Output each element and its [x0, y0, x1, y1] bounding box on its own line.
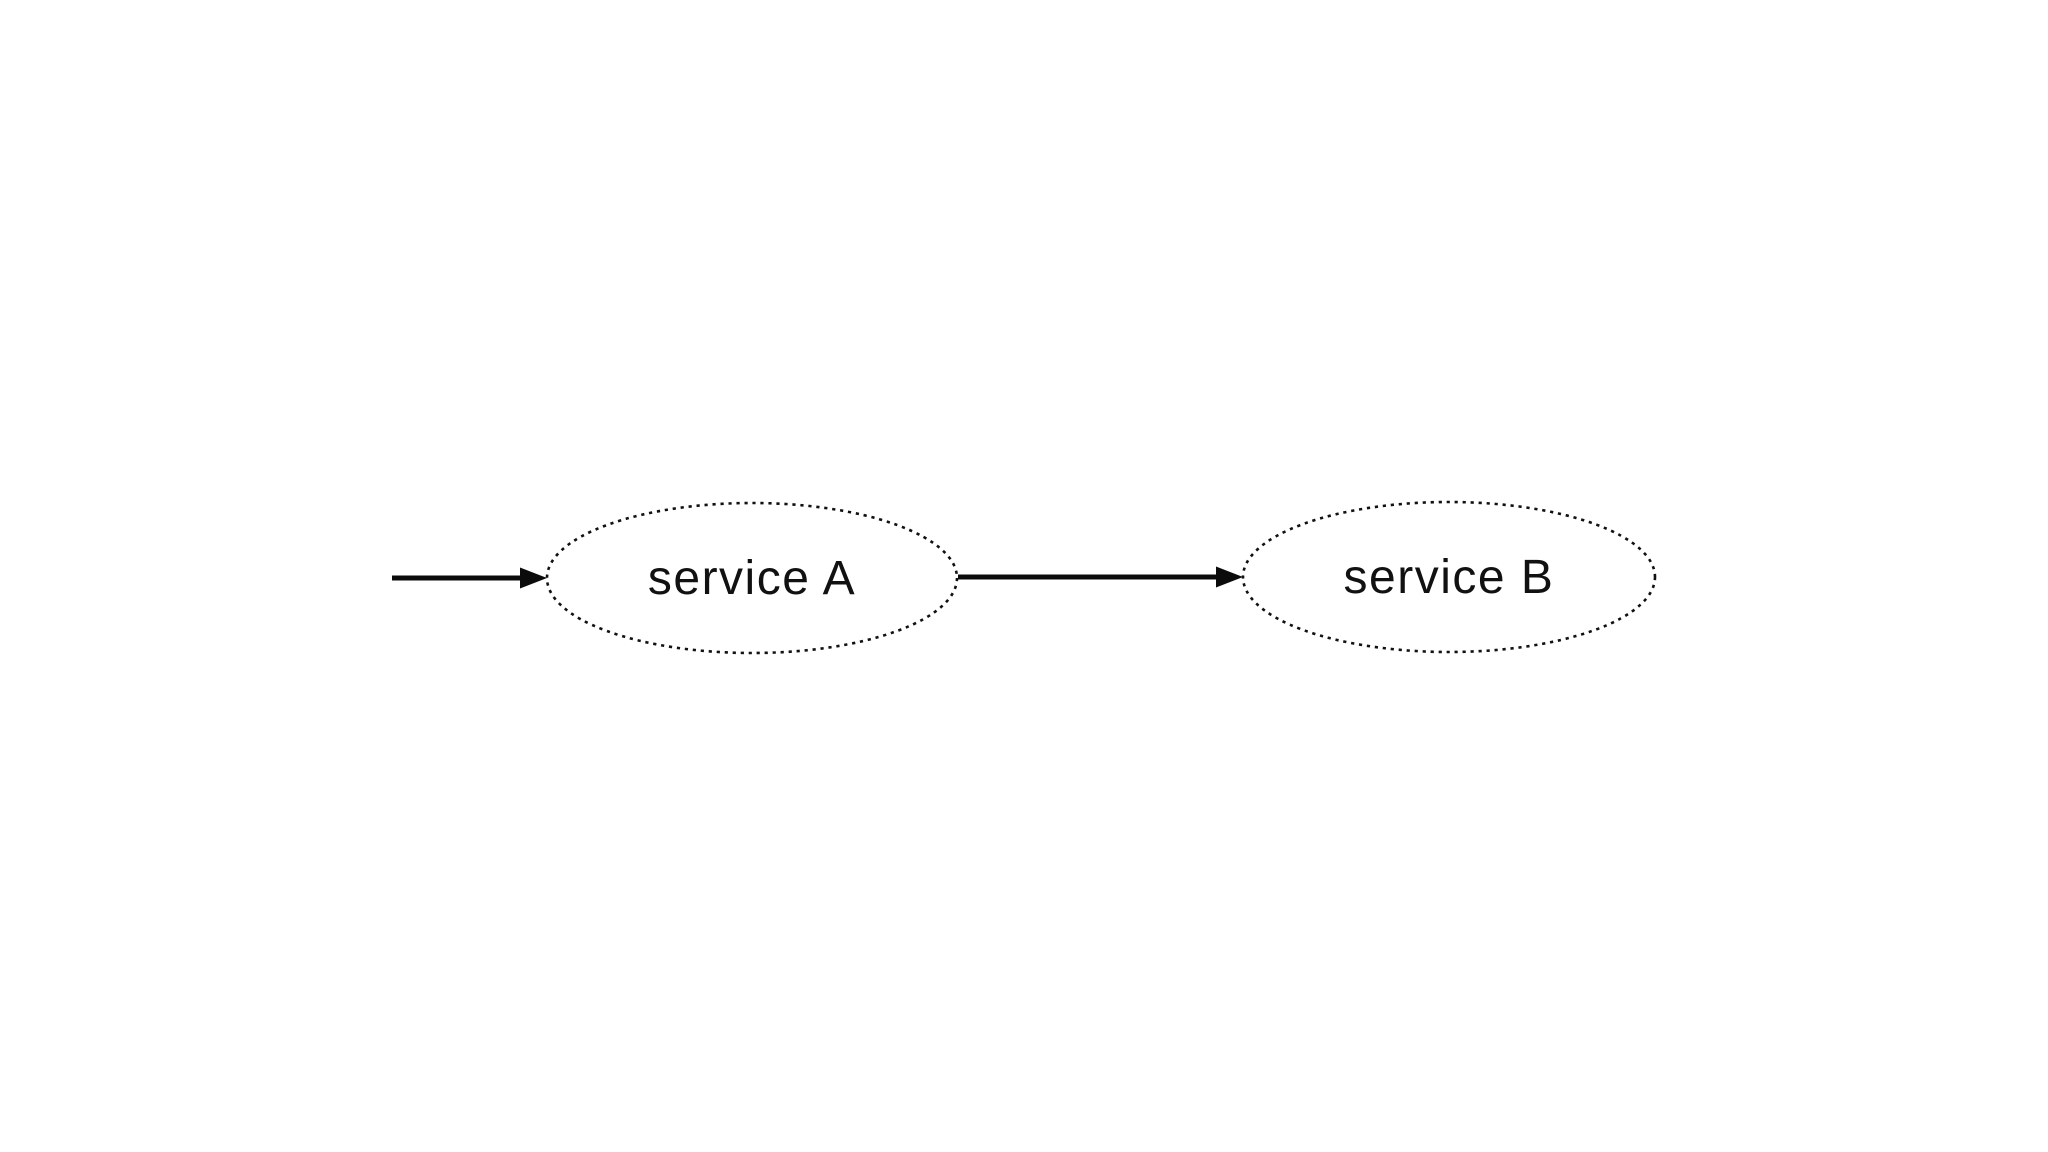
- node-service-b: service B: [1241, 500, 1657, 654]
- node-service-b-label: service B: [1344, 551, 1555, 604]
- edge-incoming-to-service-a: [392, 567, 547, 589]
- arrowhead-icon: [520, 567, 547, 589]
- arrowhead-icon: [1216, 566, 1243, 588]
- node-service-a: service A: [545, 501, 959, 655]
- edge-service-a-to-service-b: [958, 566, 1243, 588]
- node-service-a-ellipse: [545, 501, 959, 655]
- node-service-a-label: service A: [648, 552, 856, 605]
- node-service-b-ellipse: [1241, 500, 1657, 654]
